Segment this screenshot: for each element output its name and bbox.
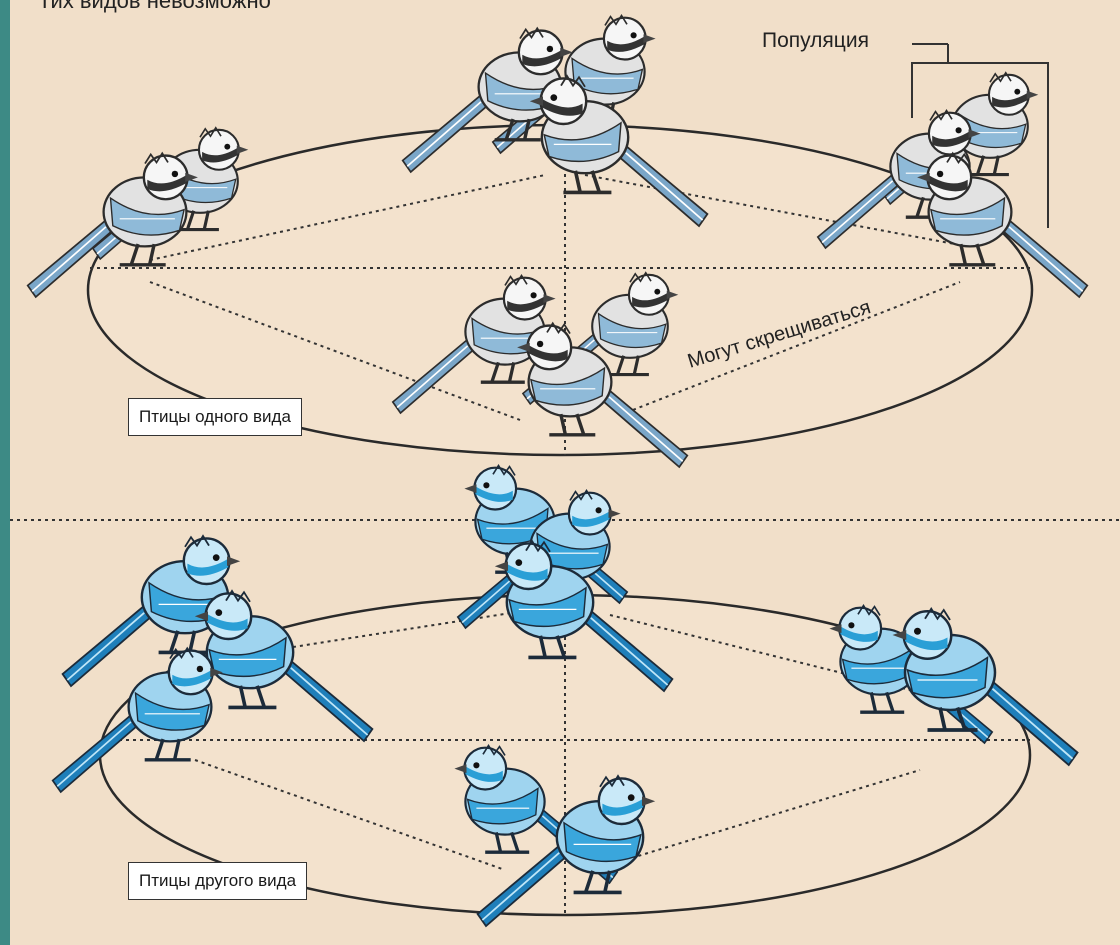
side-band bbox=[0, 0, 10, 945]
interbreed-lines bbox=[105, 595, 1030, 915]
population-bracket bbox=[911, 62, 1049, 228]
species-group-blue bbox=[50, 463, 1080, 928]
species-group-gray: Могут скрещиваться bbox=[25, 13, 1090, 469]
population-label: Популяция bbox=[762, 29, 869, 52]
species-two-label: Птицы другого вида bbox=[128, 862, 308, 900]
heading: Тих видов невозможно bbox=[38, 0, 271, 13]
species-one-label: Птицы одного вида bbox=[128, 398, 302, 436]
